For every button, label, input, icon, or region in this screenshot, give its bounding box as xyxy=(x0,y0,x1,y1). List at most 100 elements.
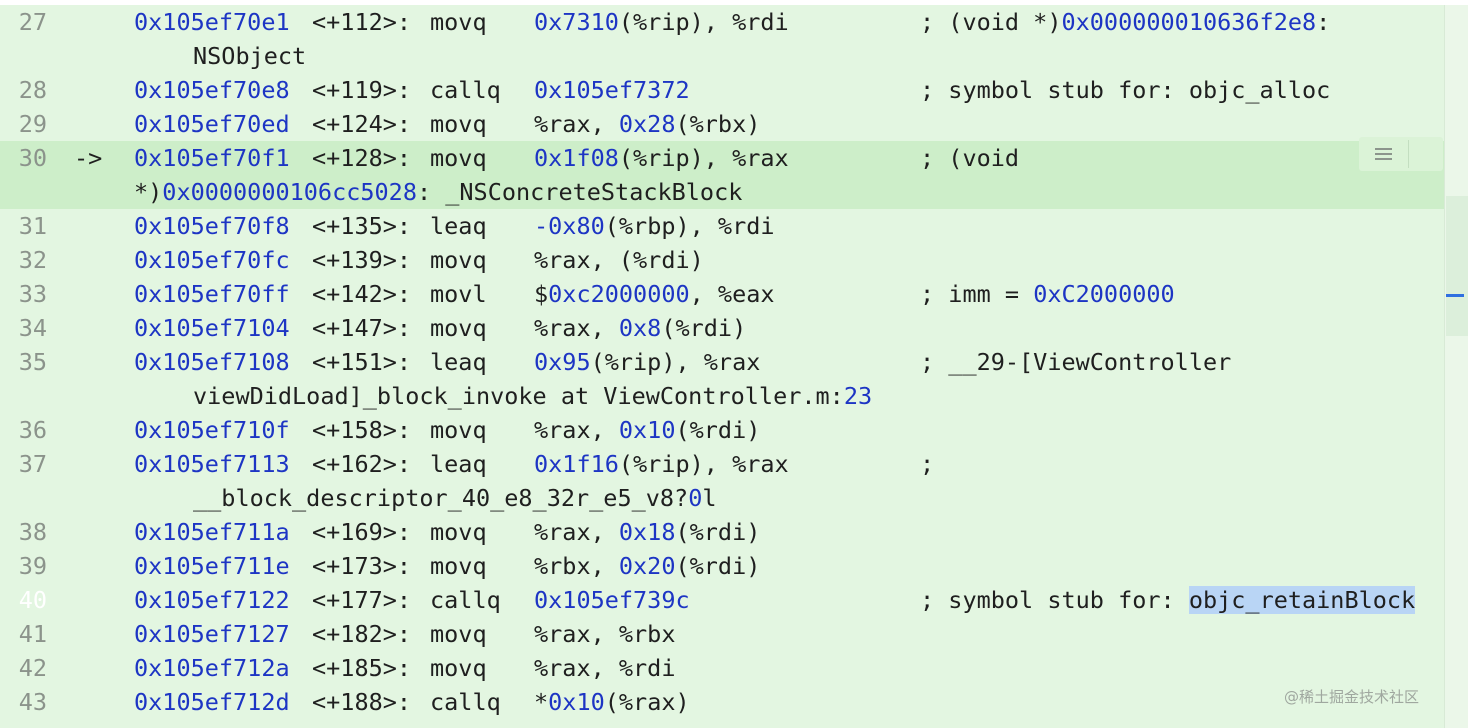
operand-segment: * xyxy=(534,688,549,716)
instruction-address: 0x105ef70fc xyxy=(134,246,290,274)
operand-segment: (%rip), %rax xyxy=(618,144,789,172)
scrollbar-thumb[interactable] xyxy=(1446,196,1468,336)
instruction-mnemonic: movq xyxy=(430,246,487,274)
instruction-address: 0x105ef70ed xyxy=(134,110,290,138)
instruction-mnemonic: movq xyxy=(430,144,487,172)
button-divider xyxy=(1408,140,1409,168)
instruction-operands: 0x95(%rip), %rax xyxy=(534,345,760,379)
operand-segment: 0x105ef739c xyxy=(534,586,690,614)
instruction-address: 0x105ef712d xyxy=(134,688,290,716)
instruction-operands: %rbx, 0x20(%rdi) xyxy=(534,549,760,583)
instruction-address: 0x105ef712a xyxy=(134,654,290,682)
operand-segment: %rbx, xyxy=(534,552,619,580)
instruction-mnemonic: movq xyxy=(430,416,487,444)
line-number: 27 xyxy=(18,8,47,36)
comment-segment: 0x000000010636f2e8 xyxy=(1061,8,1317,36)
instruction-operands: %rax, 0x10(%rdi) xyxy=(534,413,760,447)
vertical-scrollbar[interactable] xyxy=(1444,5,1468,728)
instruction-address: 0x105ef711a xyxy=(134,518,290,546)
instruction-comment: ; __29-[ViewController xyxy=(920,345,1231,379)
instruction-mnemonic: movq xyxy=(430,654,487,682)
top-edge xyxy=(0,0,1468,5)
instruction-operands: 0x105ef739c xyxy=(534,583,690,617)
instruction-mnemonic: callq xyxy=(430,688,501,716)
comment-segment: viewDidLoad]_block_invoke at ViewControl… xyxy=(193,382,844,410)
comment-continuation: __block_descriptor_40_e8_32r_e5_v8?0l xyxy=(193,481,717,515)
instruction-comment: ; symbol stub for: objc_alloc xyxy=(920,73,1330,107)
instruction-comment: ; imm = 0xC2000000 xyxy=(920,277,1175,311)
comment-segment: 0 xyxy=(688,484,703,512)
instruction-comment: ; xyxy=(920,447,934,481)
operand-segment: 0x95 xyxy=(534,348,591,376)
instruction-mnemonic: movq xyxy=(430,552,487,580)
instruction-address: 0x105ef710f xyxy=(134,416,290,444)
comment-continuation-row: *)0x0000000106cc5028: _NSConcreteStackBl… xyxy=(0,175,1444,209)
line-number: 41 xyxy=(18,620,47,648)
operand-segment: (%rdi) xyxy=(675,518,761,546)
instruction-operands: 0x1f08(%rip), %rax xyxy=(534,141,789,175)
operand-segment: 0x1f16 xyxy=(534,450,619,478)
instruction-mnemonic: movq xyxy=(430,518,487,546)
comment-segment: ; __29-[ViewController xyxy=(920,348,1232,376)
line-number: 36 xyxy=(18,416,47,444)
line-options-button[interactable] xyxy=(1359,137,1443,171)
comment-segment[interactable]: objc_retainBlock xyxy=(1188,586,1416,614)
line-number: 39 xyxy=(18,552,47,580)
line-number: 42 xyxy=(18,654,47,682)
instruction-comment: ; (void xyxy=(920,141,1019,175)
operand-segment: (%rip), %rax xyxy=(590,348,761,376)
instruction-mnemonic: leaq xyxy=(430,348,487,376)
comment-continuation-row: viewDidLoad]_block_invoke at ViewControl… xyxy=(0,379,1444,413)
comment-segment: *) xyxy=(134,178,163,206)
instruction-offset: <+147>: xyxy=(312,314,412,342)
instruction-offset: <+177>: xyxy=(312,586,412,614)
instruction-operands: %rax, (%rdi) xyxy=(534,243,704,277)
instruction-offset: <+139>: xyxy=(312,246,412,274)
instruction-operands: *0x10(%rax) xyxy=(534,685,690,719)
comment-segment: __block_descriptor_40_e8_32r_e5_v8? xyxy=(193,484,689,512)
instruction-mnemonic: callq xyxy=(430,76,501,104)
instruction-address: 0x105ef70e8 xyxy=(134,76,290,104)
instruction-mnemonic: leaq xyxy=(430,212,487,240)
operand-segment: (%rip), %rax xyxy=(618,450,789,478)
comment-continuation-row: NSObject xyxy=(0,39,1444,73)
operand-segment: %rax, xyxy=(534,416,619,444)
operand-segment: (%rdi) xyxy=(675,552,761,580)
comment-segment: ; symbol stub for: xyxy=(920,586,1189,614)
